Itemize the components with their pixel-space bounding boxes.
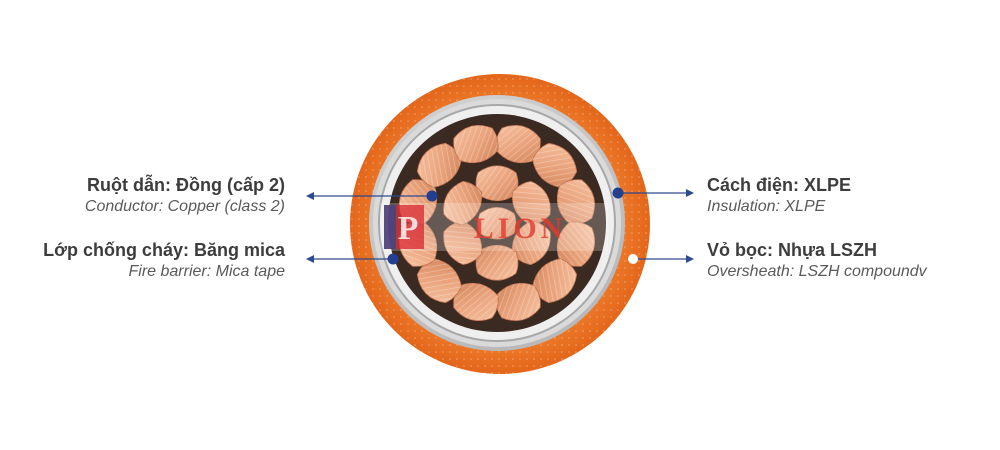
fire-barrier-label: Lớp chống cháy: Băng mica Fire barrier: …	[43, 239, 285, 282]
oversheath-label-vi: Vỏ bọc: Nhựa LSZH	[707, 240, 878, 260]
oversheath-label: Vỏ bọc: Nhựa LSZH Oversheath: LSZH compo…	[707, 239, 927, 282]
copper-strand	[495, 125, 541, 164]
pointer-fire-barrier	[306, 253, 399, 265]
copper-strand	[511, 181, 551, 226]
copper-strand	[443, 181, 483, 226]
copper-strand	[453, 125, 499, 164]
pointer-insulation	[612, 187, 694, 199]
watermark-text: LION	[474, 212, 567, 245]
oversheath-label-en: Oversheath: LSZH compoundv	[707, 262, 927, 280]
conductor-label-en: Conductor: Copper (class 2)	[84, 197, 285, 215]
pointer-oversheath	[628, 254, 694, 264]
copper-strand	[475, 244, 519, 281]
watermark-logo-letter: P	[398, 210, 423, 247]
pointer-conductor	[306, 190, 438, 202]
copper-strand	[475, 165, 519, 202]
copper-strand	[532, 142, 578, 188]
insulation-label-vi: Cách điện: XLPE	[707, 175, 852, 195]
copper-strand	[532, 258, 578, 304]
copper-strand	[495, 282, 541, 321]
fire-barrier-label-vi: Lớp chống cháy: Băng mica	[43, 240, 285, 260]
copper-strand	[511, 220, 551, 265]
lion-watermark: P LION	[380, 203, 608, 251]
copper-strand	[556, 221, 595, 267]
copper-strand	[443, 220, 483, 265]
insulation-label-en: Insulation: XLPE	[707, 197, 826, 215]
insulation-label: Cách điện: XLPE Insulation: XLPE	[707, 174, 851, 217]
copper-strand	[556, 179, 595, 225]
fire-barrier-label-en: Fire barrier: Mica tape	[128, 262, 286, 280]
conductor-strands	[399, 125, 595, 321]
conductor-label-vi: Ruột dẫn: Đồng (cấp 2)	[87, 175, 285, 195]
conductor-label: Ruột dẫn: Đồng (cấp 2) Conductor: Copper…	[85, 174, 285, 217]
copper-strand	[477, 206, 517, 240]
